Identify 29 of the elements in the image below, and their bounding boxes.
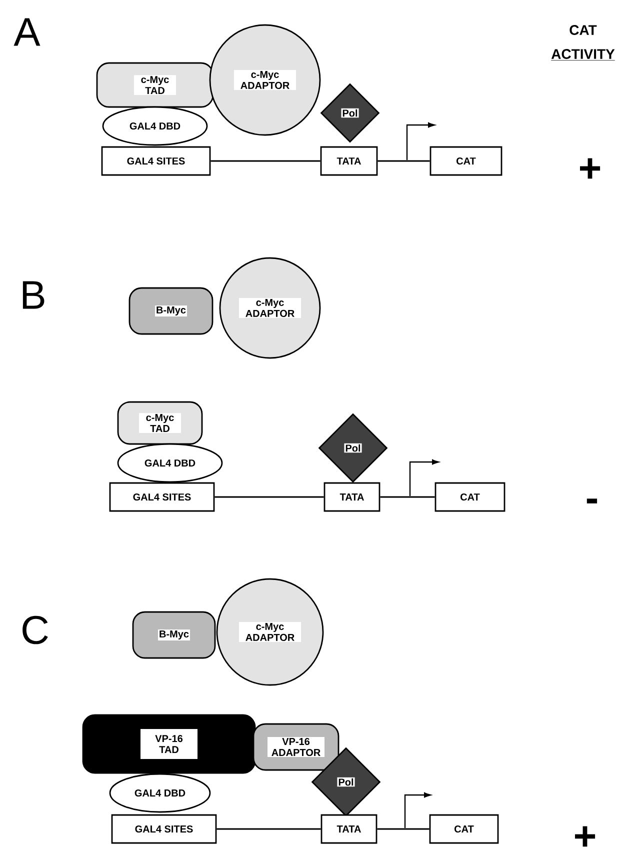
dna-element-box: TATA <box>324 482 380 512</box>
dna-line <box>210 160 320 162</box>
dna-element-box: CAT <box>430 146 502 176</box>
panel-letter: B <box>22 281 44 309</box>
dna-line <box>380 496 435 498</box>
protein-domain-box: c-Myc TAD <box>117 401 203 445</box>
dna-line <box>378 160 430 162</box>
dna-line <box>216 828 321 830</box>
dna-element-box: TATA <box>320 146 378 176</box>
dna-element-box: TATA <box>320 814 378 844</box>
activity-sign: - <box>586 498 598 504</box>
dna-line <box>377 828 430 830</box>
dna-element-box: CAT <box>429 814 499 844</box>
dna-line <box>214 496 324 498</box>
panel-letter: A <box>14 18 40 46</box>
protein-domain-box: VP-16 ADAPTOR <box>252 723 340 771</box>
activity-sign: + <box>575 826 596 847</box>
activity-sign: + <box>580 158 600 179</box>
dna-element-box: GAL4 SITES <box>101 146 211 176</box>
panel-letter: C <box>22 616 48 644</box>
column-heading: CAT <box>570 25 597 35</box>
protein-domain-box: c-Myc TAD <box>96 62 214 108</box>
column-heading: ACTIVITY <box>550 49 616 61</box>
dna-element-box: GAL4 SITES <box>111 814 217 844</box>
protein-domain-box: VP-16 TAD <box>82 714 256 774</box>
dna-element-box: GAL4 SITES <box>109 482 215 512</box>
dna-element-box: CAT <box>434 482 506 512</box>
protein-domain-box: B-Myc <box>132 611 216 659</box>
protein-domain-box: B-Myc <box>128 287 214 335</box>
